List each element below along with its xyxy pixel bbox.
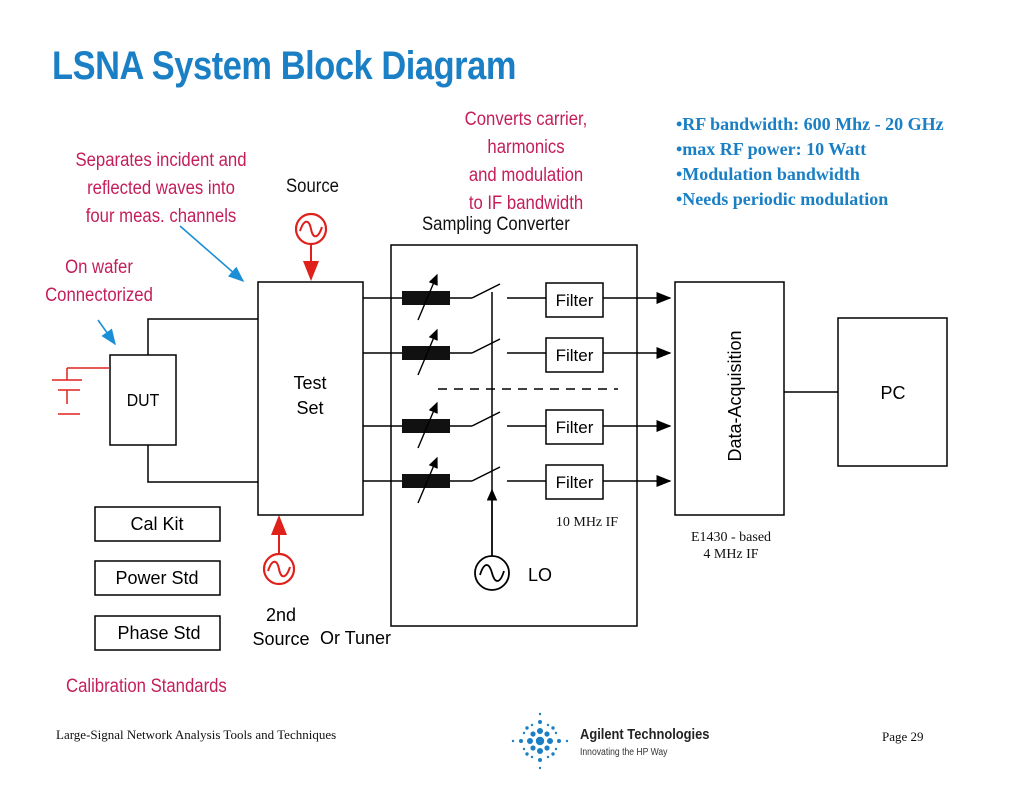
converts-line-2: harmonics bbox=[487, 137, 565, 158]
agilent-tagline: Innovating the HP Way bbox=[580, 747, 668, 758]
e1430-note: E1430 - based 4 MHz IF bbox=[666, 529, 796, 563]
on-wafer-line-2: Connectorized bbox=[45, 285, 153, 306]
converts-annotation: Converts carrier, harmonics and modulati… bbox=[447, 106, 605, 218]
phase-std-box bbox=[94, 615, 221, 651]
if-10mhz-note: 10 MHz IF bbox=[555, 515, 619, 530]
data-acquisition-label: Data-Acquisition bbox=[725, 330, 745, 461]
on-wafer-annotation: On wafer Connectorized bbox=[33, 254, 165, 310]
sampling-converter-label: Sampling Converter bbox=[422, 214, 570, 235]
filter-box bbox=[545, 337, 604, 373]
agilent-spark-icon bbox=[511, 712, 569, 770]
channel-2 bbox=[363, 328, 672, 376]
lo-generator-icon bbox=[474, 555, 510, 591]
channel-1 bbox=[363, 273, 672, 321]
on-wafer-line-1: On wafer bbox=[65, 257, 133, 278]
pc-label: PC bbox=[880, 383, 905, 403]
filter-box bbox=[545, 282, 604, 318]
page-number: Page 29 bbox=[882, 729, 924, 744]
test-set-label-line-2: Set bbox=[296, 398, 323, 418]
sampling-converter-box bbox=[390, 244, 638, 627]
calibration-standards-label: Calibration Standards bbox=[66, 676, 227, 697]
or-tuner-label: Or Tuner bbox=[320, 628, 391, 648]
spec-item: •RF bandwidth: 600 Mhz - 20 GHz bbox=[676, 114, 944, 134]
converts-line-4: to IF bandwidth bbox=[468, 193, 584, 214]
separates-line-2: reflected waves into bbox=[87, 178, 235, 199]
spec-list: •RF bandwidth: 600 Mhz - 20 GHz •max RF … bbox=[676, 112, 944, 212]
agilent-brand-text: Agilent Technologies bbox=[580, 726, 710, 743]
separates-pointer-arrow bbox=[179, 225, 245, 283]
dut-bottom-connection bbox=[147, 445, 258, 483]
cal-kit-label: Cal Kit bbox=[130, 514, 183, 534]
wafer-probe-icon bbox=[52, 367, 110, 415]
lo-label: LO bbox=[528, 565, 552, 585]
on-wafer-pointer-arrow bbox=[97, 319, 116, 346]
source-generator-icon bbox=[294, 212, 328, 281]
cal-kit-box bbox=[94, 506, 221, 542]
separates-line-1: Separates incident and bbox=[75, 150, 247, 171]
spec-item: •Needs periodic modulation bbox=[676, 189, 889, 209]
filter-box bbox=[545, 409, 604, 445]
converts-line-1: Converts carrier, bbox=[464, 109, 588, 130]
channel-3 bbox=[363, 401, 672, 449]
spec-item: •Modulation bandwidth bbox=[676, 164, 860, 184]
data-acquisition-box bbox=[674, 281, 785, 516]
second-source-label-line-1: 2nd bbox=[266, 605, 296, 625]
source-label: Source bbox=[286, 176, 339, 197]
converts-line-3: and modulation bbox=[468, 165, 584, 186]
page-title: LSNA System Block Diagram bbox=[52, 44, 516, 88]
second-source-generator-icon bbox=[262, 515, 296, 586]
phase-std-label: Phase Std bbox=[117, 623, 200, 643]
e1430-line-2: 4 MHz IF bbox=[703, 547, 759, 562]
filter-label: Filter bbox=[556, 346, 594, 365]
footer-left-text: Large-Signal Network Analysis Tools and … bbox=[56, 727, 337, 742]
channel-4 bbox=[363, 456, 672, 504]
pc-box bbox=[837, 317, 948, 467]
power-std-label: Power Std bbox=[115, 568, 198, 588]
second-source-label-line-2: Source bbox=[252, 629, 309, 649]
separates-annotation: Separates incident and reflected waves i… bbox=[69, 147, 254, 231]
test-set-label-line-1: Test bbox=[293, 373, 326, 393]
filter-label: Filter bbox=[556, 291, 594, 310]
e1430-line-1: E1430 - based bbox=[690, 530, 772, 545]
test-set-box bbox=[257, 281, 364, 516]
filter-label: Filter bbox=[556, 473, 594, 492]
agilent-logo: Agilent Technologies Innovating the HP W… bbox=[508, 709, 728, 773]
dut-box bbox=[109, 354, 177, 446]
filter-box bbox=[545, 464, 604, 500]
filter-label: Filter bbox=[556, 418, 594, 437]
dut-label: DUT bbox=[127, 390, 160, 410]
power-std-box bbox=[94, 560, 221, 596]
separates-line-3: four meas. channels bbox=[85, 206, 237, 227]
dut-top-connection bbox=[147, 318, 258, 355]
spec-item: •max RF power: 10 Watt bbox=[676, 139, 867, 159]
